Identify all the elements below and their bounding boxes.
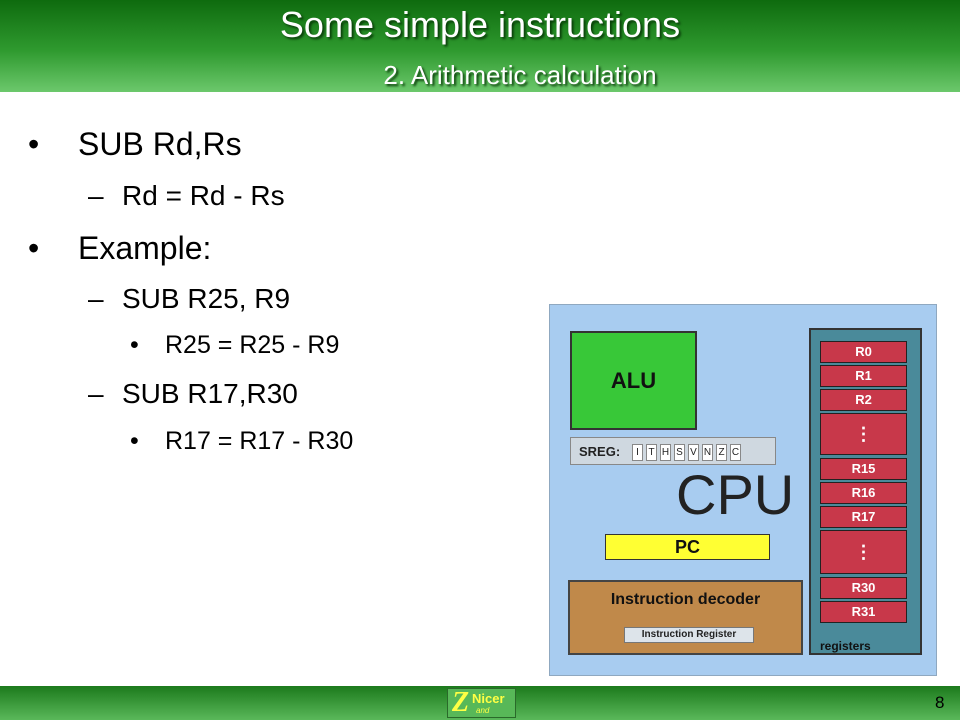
- dash-icon: –: [88, 283, 104, 314]
- sreg-label: SREG:: [579, 444, 621, 459]
- register-r30: R30: [820, 577, 907, 599]
- bullet-sub-syntax: SUB Rd,Rs: [78, 126, 242, 162]
- logo-z-letter: Z: [452, 687, 470, 718]
- slide-title: Some simple instructions: [279, 4, 681, 45]
- bullet-icon: •: [130, 331, 139, 359]
- instruction-register: Instruction Register: [624, 627, 754, 643]
- alu-block: ALU: [570, 331, 697, 430]
- register-r0: R0: [820, 341, 907, 363]
- bullet-example-1: SUB R25, R9: [122, 283, 291, 314]
- registers-label: registers: [820, 639, 871, 653]
- flag-n: N: [702, 444, 713, 461]
- flag-i: I: [632, 444, 643, 461]
- bullet-icon: •: [130, 427, 139, 455]
- bullet-example-1-result: R25 = R25 - R9: [165, 331, 340, 359]
- register-r1: R1: [820, 365, 907, 387]
- bullet-icon: •: [28, 126, 40, 162]
- register-r2: R2: [820, 389, 907, 411]
- register-ellipsis: ⋮: [820, 413, 907, 455]
- status-register: SREG: I T H S V N Z C: [570, 437, 776, 465]
- page-number: 8: [935, 693, 945, 712]
- register-r15: R15: [820, 458, 907, 480]
- register-r16: R16: [820, 482, 907, 504]
- register-r17: R17: [820, 506, 907, 528]
- instruction-decoder: Instruction decoder Instruction Register: [568, 580, 803, 655]
- flag-h: H: [660, 444, 671, 461]
- slide-subtitle: 2. Arithmetic calculation: [383, 60, 657, 90]
- dash-icon: –: [88, 180, 104, 211]
- bullet-sub-meaning: Rd = Rd - Rs: [122, 180, 285, 211]
- program-counter: PC: [605, 534, 770, 560]
- flag-v: V: [688, 444, 699, 461]
- bullet-icon: •: [28, 230, 40, 266]
- register-ellipsis: ⋮: [820, 530, 907, 574]
- dash-icon: –: [88, 378, 104, 409]
- logo-word: Nicer: [472, 691, 505, 706]
- bullet-example: Example:: [78, 230, 212, 266]
- flag-c: C: [730, 444, 741, 461]
- flag-s: S: [674, 444, 685, 461]
- zland-logo: Z Nicer and: [447, 687, 516, 718]
- flag-z: Z: [716, 444, 727, 461]
- register-r31: R31: [820, 601, 907, 623]
- logo-small: and: [476, 706, 490, 715]
- bullet-example-2: SUB R17,R30: [122, 378, 298, 409]
- bullet-example-2-result: R17 = R17 - R30: [165, 427, 354, 455]
- flag-t: T: [646, 444, 657, 461]
- decoder-label: Instruction decoder: [610, 591, 761, 608]
- cpu-label: CPU: [676, 463, 795, 526]
- title-banner: [0, 0, 960, 92]
